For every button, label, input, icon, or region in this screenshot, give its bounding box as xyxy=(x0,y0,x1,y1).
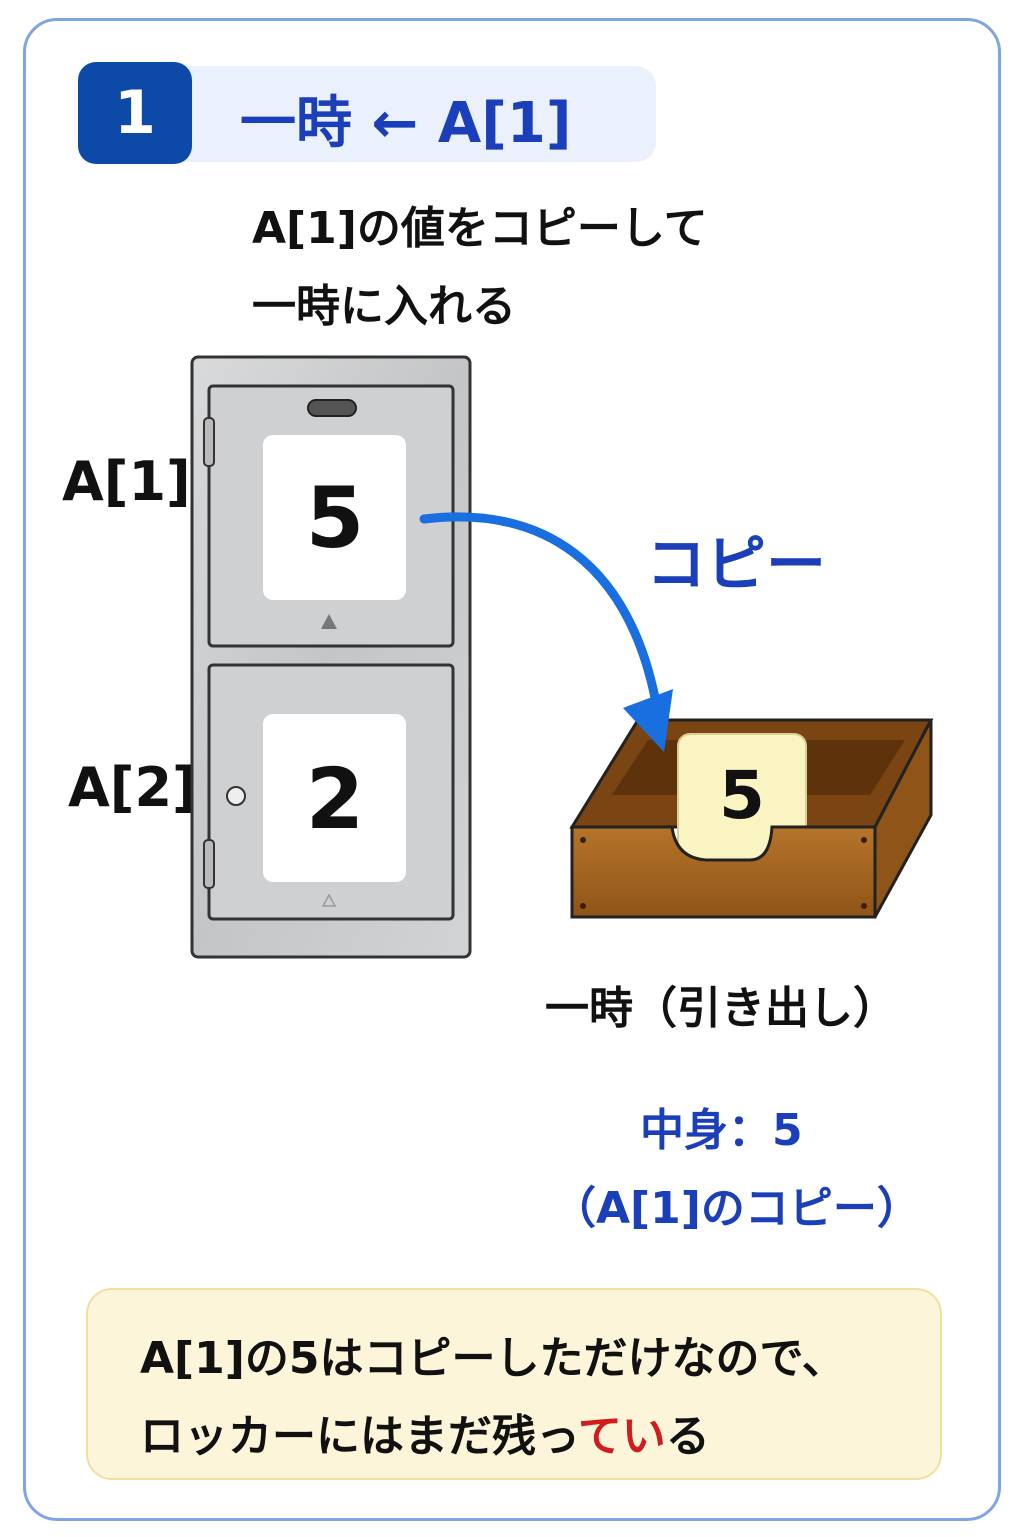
note-box xyxy=(86,1288,942,1480)
locker-top-card xyxy=(263,435,406,600)
copy-arrow xyxy=(419,512,673,752)
step-number-badge: 1 xyxy=(78,62,192,164)
locker: 5 2 xyxy=(190,355,472,959)
locker-bottom-card xyxy=(263,714,406,882)
description-line-1: A[1]の値をコピーして xyxy=(252,203,708,254)
triangle-mark-icon xyxy=(321,614,337,629)
note-line-1: A[1]の5はコピーしただけなので、 xyxy=(140,1333,846,1384)
arrowhead-icon xyxy=(623,689,673,752)
triangle-mark-icon xyxy=(321,893,337,907)
drawer-contents-note: （A[1]のコピー） xyxy=(552,1183,921,1234)
drawer-caption: 一時（引き出し） xyxy=(545,983,897,1034)
description-line-2: 一時に入れる xyxy=(252,281,516,332)
locker-door-bottom: 2 xyxy=(203,663,455,921)
note-line-2-end: る xyxy=(665,1411,710,1462)
locker-top-label: A[1] xyxy=(62,450,191,513)
illustration: 5 2 5 xyxy=(190,355,934,959)
locker-door-top: 5 xyxy=(203,384,455,648)
hinge-icon xyxy=(203,417,215,467)
note-highlight: てい xyxy=(577,1411,666,1462)
note-line-2: ロッカーにはまだ残っている xyxy=(140,1400,710,1464)
keyhole-icon xyxy=(226,786,246,806)
locker-bottom-label: A[2] xyxy=(68,756,197,819)
handle-slot-icon xyxy=(307,399,357,417)
drawer-contents: 中身：5 xyxy=(640,1105,803,1156)
copy-label: コピー xyxy=(646,530,826,600)
hinge-icon xyxy=(203,839,215,889)
drawer: 5 xyxy=(569,718,934,919)
note-line-2-text: ロッカーにはまだ残っ xyxy=(140,1411,578,1462)
locker-top-value: 5 xyxy=(306,469,364,567)
drawer-card-value: 5 xyxy=(719,757,765,834)
locker-bottom-value: 2 xyxy=(306,750,364,848)
step-title: 一時 ← A[1] xyxy=(240,90,572,156)
